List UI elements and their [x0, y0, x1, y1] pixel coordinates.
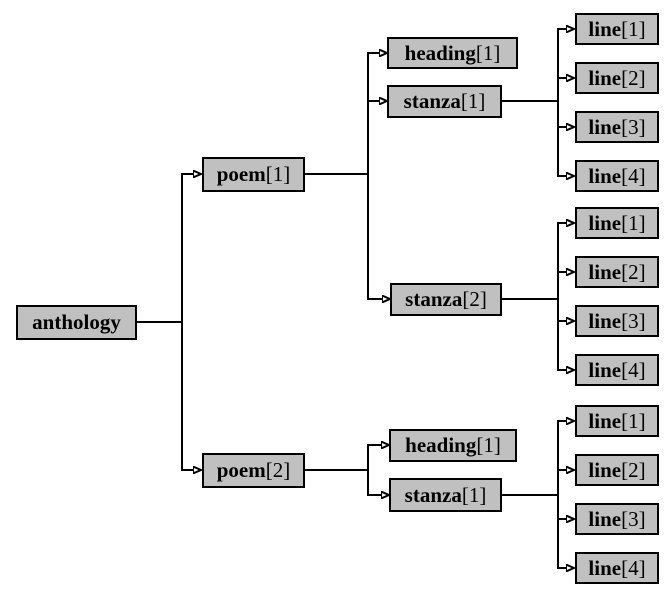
node-index: [3] — [621, 308, 646, 333]
node-index: [4] — [621, 357, 646, 382]
tree-node-p1s1-line-3: line[3] — [575, 111, 659, 143]
tree-node-poem1-stanza-1: stanza[1] — [387, 85, 502, 118]
node-index: [2] — [621, 457, 646, 482]
tree-node-p2s1-line-4: line[4] — [575, 552, 659, 584]
node-index: [1] — [461, 482, 487, 507]
tree-node-p2s1-line-1: line[1] — [575, 405, 659, 437]
tree-node-anthology: anthology — [16, 305, 137, 340]
node-index: [1] — [621, 210, 646, 235]
node-label: poem — [216, 162, 266, 186]
tree-node-p1s2-line-4: line[4] — [575, 354, 659, 386]
tree-node-p1s1-line-2: line[2] — [575, 62, 659, 94]
node-index: [1] — [265, 162, 291, 186]
node-label: line — [588, 506, 622, 531]
tree-node-p1s2-line-1: line[1] — [575, 207, 659, 239]
node-index: [2] — [462, 287, 487, 311]
node-label: heading — [405, 433, 477, 457]
node-label: line — [588, 259, 622, 284]
tree-node-poem2-stanza-1: stanza[1] — [389, 478, 502, 512]
tree-node-p1s2-line-2: line[2] — [575, 256, 659, 288]
node-index: [3] — [621, 506, 646, 531]
node-label: heading — [404, 40, 476, 65]
tree-node-poem2-heading-1: heading[1] — [389, 429, 517, 462]
node-index: [2] — [265, 458, 291, 482]
node-label: line — [588, 357, 622, 382]
tree-node-p2s1-line-3: line[3] — [575, 503, 659, 535]
tree-node-p1s1-line-1: line[1] — [575, 13, 659, 45]
node-index: [1] — [475, 40, 501, 65]
tree-node-p1s2-line-3: line[3] — [575, 305, 659, 337]
node-label: line — [588, 457, 622, 482]
tree-node-p2s1-line-2: line[2] — [575, 454, 659, 486]
tree-node-poem-1: poem[1] — [202, 157, 305, 192]
node-label: line — [588, 408, 622, 433]
tree-node-poem1-stanza-2: stanza[2] — [390, 283, 502, 316]
tree-node-poem-2: poem[2] — [202, 453, 305, 488]
node-index: [1] — [476, 433, 501, 457]
node-label: anthology — [32, 310, 121, 334]
node-index: [3] — [621, 114, 646, 139]
node-index: [1] — [621, 408, 646, 433]
node-label: poem — [216, 458, 266, 482]
node-label: line — [588, 114, 622, 139]
tree-node-p1s1-line-4: line[4] — [575, 160, 659, 192]
node-index: [4] — [621, 163, 646, 188]
node-label: stanza — [403, 89, 461, 113]
node-label: line — [588, 163, 622, 188]
node-index: [1] — [460, 89, 486, 113]
tree-node-poem1-heading-1: heading[1] — [387, 37, 518, 69]
node-label: line — [588, 16, 622, 41]
node-index: [4] — [621, 555, 646, 580]
node-label: line — [588, 210, 622, 235]
node-label: stanza — [404, 482, 462, 507]
node-label: line — [588, 65, 622, 90]
node-label: line — [588, 555, 622, 580]
node-index: [2] — [621, 65, 646, 90]
node-index: [1] — [621, 16, 646, 41]
node-label: stanza — [405, 287, 463, 311]
node-label: line — [588, 308, 622, 333]
node-index: [2] — [621, 259, 646, 284]
